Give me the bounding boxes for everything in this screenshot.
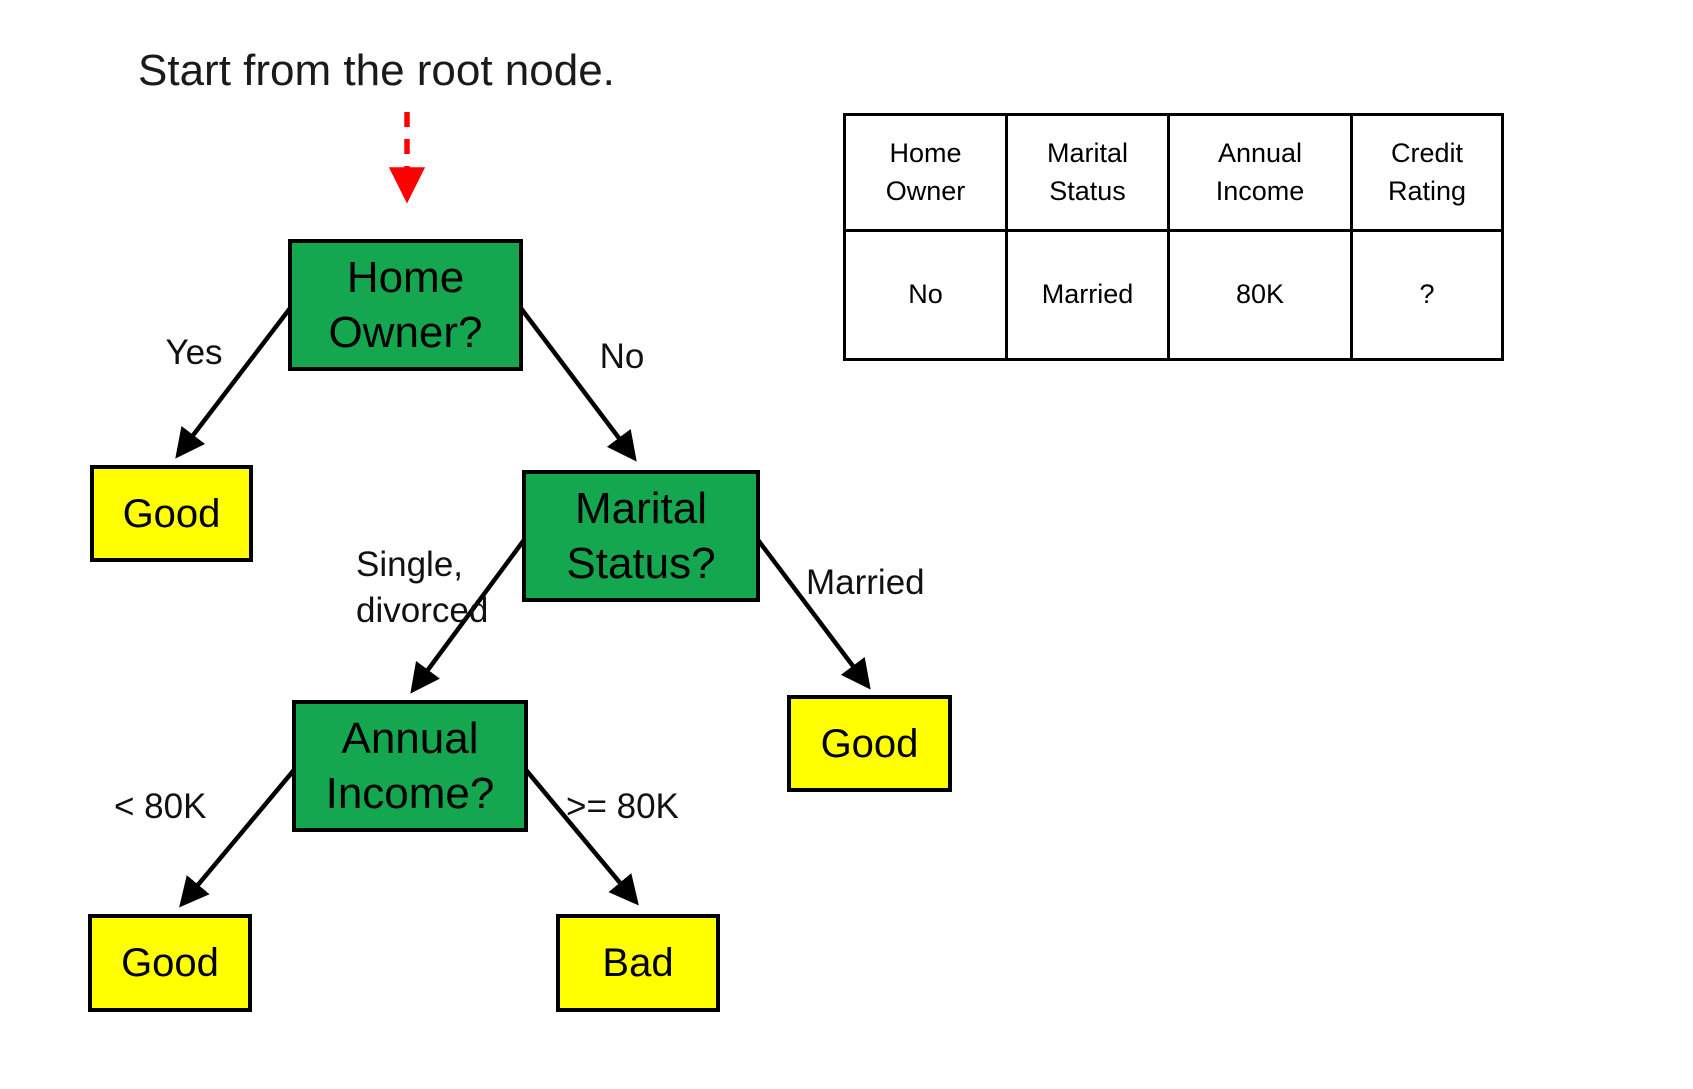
node-marital-status: Marital Status?: [522, 470, 760, 602]
record-table-data-row: No Married 80K ?: [843, 229, 1504, 361]
edge-label-single-divorced: Single, divorced: [356, 545, 489, 631]
cell-home-owner: No: [843, 229, 1008, 361]
node-home-owner: Home Owner?: [288, 239, 523, 371]
leaf-good-low-income-label: Good: [121, 941, 219, 985]
node-annual-income-label: Annual Income?: [325, 714, 495, 818]
leaf-good-married-label: Good: [820, 721, 919, 766]
leaf-good-married: Good: [787, 695, 952, 792]
header-annual-income: Annual Income: [1167, 113, 1353, 232]
edge-lt-80k: [179, 768, 296, 908]
edge-yes: [175, 305, 293, 459]
leaf-good-home-owner: Good: [90, 465, 253, 562]
record-table: Home Owner Marital Status Annual Income …: [843, 113, 1504, 361]
edge-label-lt-80k: < 80K: [114, 787, 207, 826]
edge-label-no: No: [599, 337, 645, 376]
leaf-bad-high-income-label: Bad: [602, 941, 674, 985]
header-credit-rating: Credit Rating: [1350, 113, 1504, 232]
edge-label-yes: Yes: [165, 333, 223, 372]
leaf-good-low-income: Good: [88, 914, 252, 1012]
node-marital-status-label: Marital Status?: [566, 484, 716, 588]
edge-label-married: Married: [806, 563, 925, 602]
edge-married: [756, 538, 871, 690]
cell-marital-status: Married: [1005, 229, 1170, 361]
cell-credit-rating: ?: [1350, 229, 1504, 361]
edge-no: [518, 305, 637, 462]
node-annual-income: Annual Income?: [292, 700, 528, 832]
leaf-bad-high-income: Bad: [556, 914, 720, 1012]
record-table-header-row: Home Owner Marital Status Annual Income …: [843, 113, 1504, 232]
edge-single-divorced: [410, 538, 526, 694]
leaf-good-home-owner-label: Good: [122, 491, 221, 536]
header-home-owner: Home Owner: [843, 113, 1008, 232]
node-home-owner-label: Home Owner?: [328, 253, 483, 357]
header-marital-status: Marital Status: [1005, 113, 1170, 232]
annotation-start-from-root: Start from the root node.: [138, 46, 615, 95]
edge-gte-80k: [524, 768, 639, 906]
cell-annual-income: 80K: [1167, 229, 1353, 361]
edge-label-gte-80k: >= 80K: [566, 787, 679, 826]
